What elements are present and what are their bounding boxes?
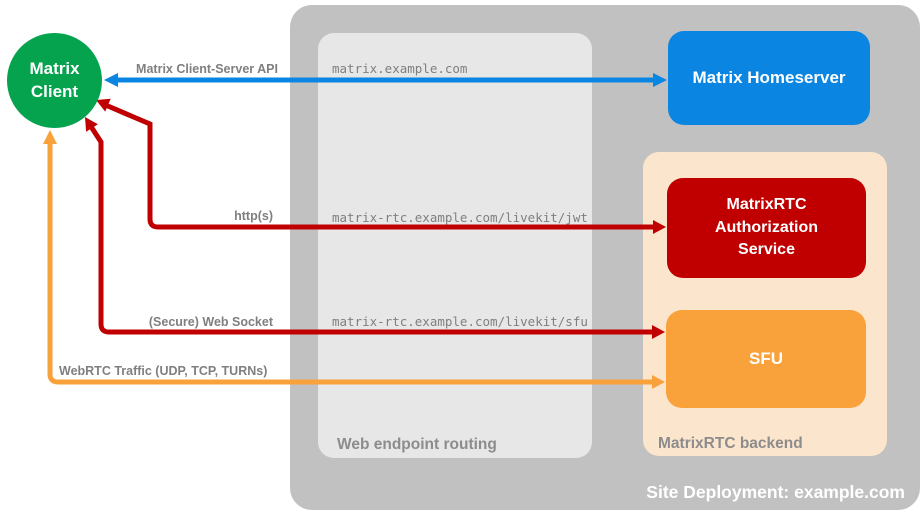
web-endpoint-routing-container — [318, 33, 592, 458]
matrixrtc-backend-label: MatrixRTC backend — [658, 435, 803, 452]
web-endpoint-routing-label: Web endpoint routing — [337, 436, 497, 453]
route-endpoint-livekit-jwt: matrix-rtc.example.com/livekit/jwt — [332, 210, 588, 225]
route-endpoint-homeserver: matrix.example.com — [332, 61, 468, 76]
webrtc-traffic-label: WebRTC Traffic (UDP, TCP, TURNs) — [59, 364, 268, 378]
sfu-node: SFU — [666, 310, 866, 408]
matrix-client-node: Matrix Client — [7, 33, 102, 128]
route-endpoint-livekit-sfu: matrix-rtc.example.com/livekit/sfu — [332, 314, 588, 329]
client-server-api-label: Matrix Client-Server API — [136, 62, 278, 76]
websocket-label: (Secure) Web Socket — [148, 315, 273, 329]
https-label: http(s) — [234, 209, 273, 223]
site-deployment-label: Site Deployment: example.com — [646, 482, 905, 502]
matrixrtc-authorization-service-node: MatrixRTC Authorization Service — [667, 178, 866, 278]
matrix-homeserver-node: Matrix Homeserver — [668, 31, 870, 125]
